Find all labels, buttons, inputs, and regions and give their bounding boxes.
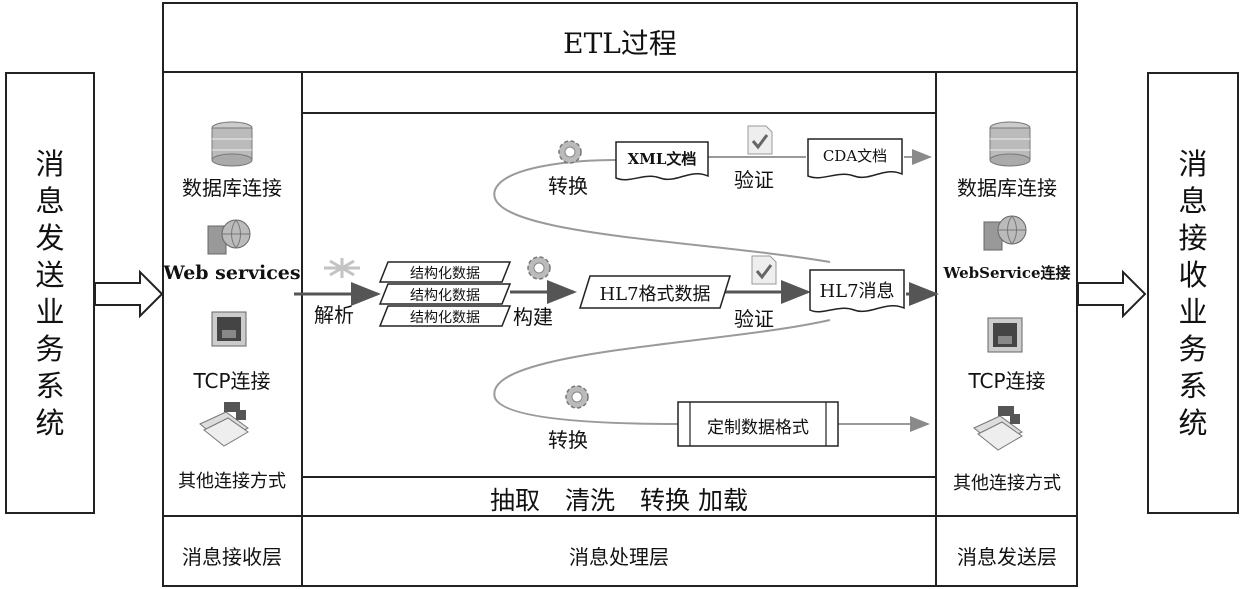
hl7-message-label: HL7消息 <box>819 281 895 302</box>
parse-label: 解析 <box>314 303 354 327</box>
transform-top-label: 转换 <box>548 174 588 198</box>
receive-layer-title: 消息接收层 <box>182 545 282 569</box>
right-system-char: 统 <box>1178 406 1208 440</box>
left-system-char: 发 <box>35 221 65 255</box>
structured-data-shape-3 <box>378 305 512 327</box>
send-db-label: 数据库连接 <box>957 176 1057 200</box>
structured-data-shape-2 <box>378 283 512 305</box>
left-system-char: 消 <box>35 147 65 181</box>
left-system-char: 息 <box>35 184 65 218</box>
sender-system-box: 消息发送业务系统 <box>5 72 95 514</box>
check-document-icon <box>751 255 777 285</box>
custom-format-shape <box>677 401 839 447</box>
sender-system-label: 消息发送业务系统 <box>7 146 93 442</box>
hl7-format-label: HL7格式数据 <box>599 284 711 305</box>
connector-documents-icon <box>199 402 249 447</box>
receiver-system-box: 消息接收业务系统 <box>1147 72 1239 514</box>
hl7-message-shape <box>809 269 905 313</box>
custom-format-label: 定制数据格式 <box>707 418 809 438</box>
verify-mid-label: 验证 <box>734 307 774 331</box>
etl-title: ETL过程 <box>563 27 677 60</box>
gear-icon <box>558 140 582 164</box>
structured-data-label-1: 结构化数据 <box>410 266 480 282</box>
check-document-icon <box>747 125 773 155</box>
right-system-char: 消 <box>1178 147 1208 181</box>
right-system-char: 系 <box>1178 369 1208 403</box>
send-layer-title: 消息发送层 <box>957 545 1057 569</box>
receive-other-label: 其他连接方式 <box>178 471 286 492</box>
hl7-format-shape <box>578 275 732 309</box>
globe-server-icon <box>983 215 1027 251</box>
build-label: 构建 <box>513 305 553 329</box>
xml-doc-label: XML文档 <box>627 150 697 168</box>
left-system-char: 业 <box>35 295 65 329</box>
verify-top-label: 验证 <box>734 168 774 192</box>
structured-data-shape-1 <box>378 261 512 283</box>
globe-server-icon <box>207 219 251 255</box>
left-system-char: 系 <box>35 369 65 403</box>
lower-transform-curve <box>493 319 831 425</box>
process-layer-title: 消息处理层 <box>569 545 669 569</box>
cda-doc-shape <box>807 138 903 179</box>
gear-icon <box>565 385 589 409</box>
cda-doc-label: CDA文档 <box>822 147 888 165</box>
right-system-char: 务 <box>1178 332 1208 366</box>
receive-tcp-label: TCP连接 <box>193 369 271 393</box>
network-port-icon <box>211 311 247 347</box>
left-system-char: 务 <box>35 332 65 366</box>
parse-sparkle-icon <box>324 258 360 278</box>
right-system-char: 接 <box>1178 221 1208 255</box>
right-system-char: 收 <box>1178 258 1208 292</box>
etl-steps-bar: 抽取 清洗 转换 加载 <box>490 486 748 515</box>
receiver-system-label: 消息接收业务系统 <box>1149 146 1237 442</box>
connector-documents-icon <box>973 406 1023 451</box>
receive-db-label: 数据库连接 <box>182 176 282 200</box>
gear-icon <box>527 256 551 280</box>
database-icon <box>989 121 1031 167</box>
left-system-char: 送 <box>35 258 65 292</box>
receive-web-label: Web services <box>163 262 301 284</box>
transform-bottom-label: 转换 <box>548 428 588 452</box>
left-system-char: 统 <box>35 406 65 440</box>
outflow-hollow-arrow <box>1077 269 1147 319</box>
right-system-char: 息 <box>1178 184 1208 218</box>
inflow-hollow-arrow <box>94 269 164 319</box>
structured-data-label-3: 结构化数据 <box>410 310 480 326</box>
structured-data-label-2: 结构化数据 <box>410 288 480 304</box>
right-system-char: 业 <box>1178 295 1208 329</box>
send-web-label: WebService连接 <box>943 264 1071 282</box>
network-port-icon <box>987 317 1023 353</box>
database-icon <box>211 121 253 167</box>
send-other-label: 其他连接方式 <box>953 473 1061 494</box>
xml-doc-shape <box>615 141 709 181</box>
send-tcp-label: TCP连接 <box>968 369 1046 393</box>
upper-transform-curve <box>493 159 831 263</box>
